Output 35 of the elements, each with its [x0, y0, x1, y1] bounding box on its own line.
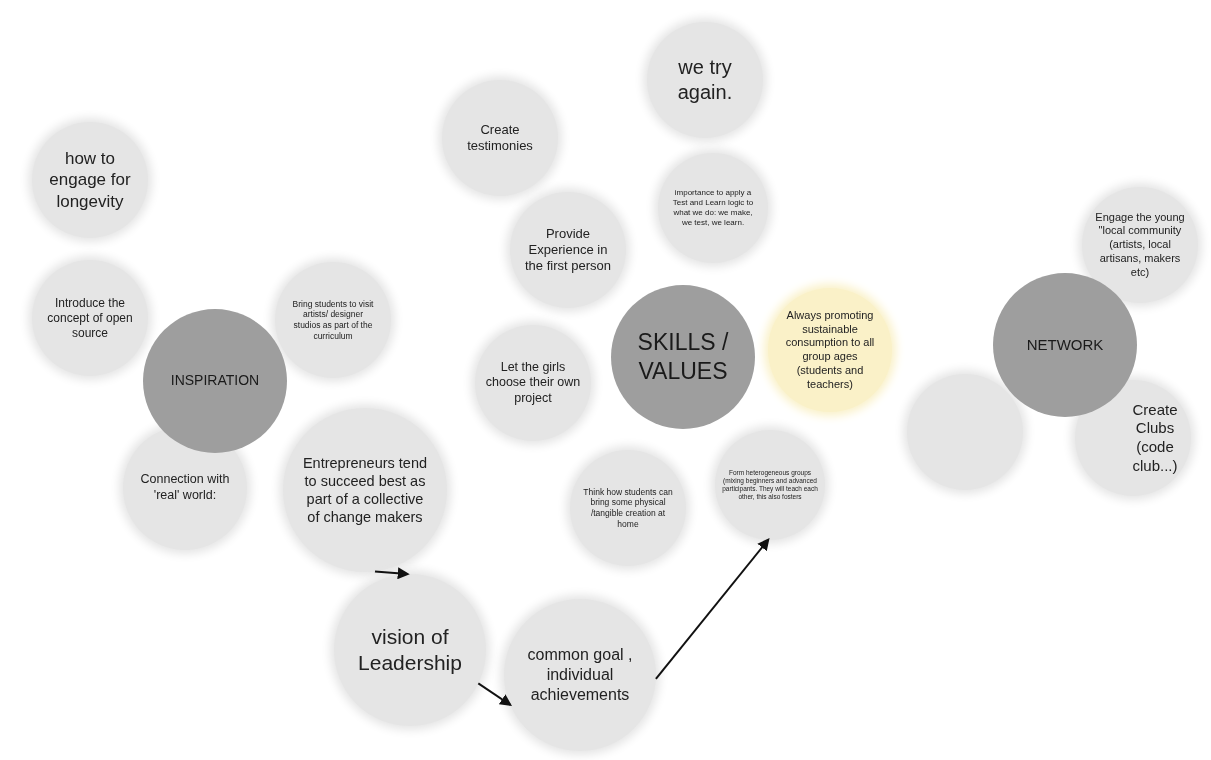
node-text: how to engage for longevity [48, 148, 132, 212]
hub-label: INSPIRATION [169, 372, 261, 390]
topic-circle [275, 262, 391, 378]
node-text: importance to apply a Test and Learn logic to what we do: we make, we test, we learn. [671, 188, 755, 228]
node-text: Create Clubs (code club...) [1131, 400, 1179, 476]
topic-circle [647, 22, 763, 138]
topic-circle [510, 192, 626, 308]
topic-circle [475, 325, 591, 441]
node-text: Create testimonies [466, 121, 534, 155]
topic-circle [658, 153, 768, 263]
arrow [374, 567, 410, 580]
hub-label: NETWORK [1025, 335, 1105, 355]
highlighted-circle [768, 288, 892, 412]
node-text: Provide Experience in the first person [524, 225, 612, 275]
node-text: Connection with 'real' world: [140, 472, 230, 504]
arrow [477, 682, 513, 707]
arrow [654, 538, 770, 680]
node-text: we try again. [676, 55, 734, 105]
node-text: Introduce the concept of open source [46, 295, 134, 341]
node-text: Think how students can bring some physical /tangible creation at home [582, 486, 674, 530]
topic-circle [442, 80, 558, 196]
empty-circle [907, 374, 1023, 490]
node-text: Bring students to visit artists/ designer studios as part of the curriculum [291, 298, 375, 342]
topic-circle [715, 430, 825, 540]
node-text: Entrepreneurs tend to succeed best as part of a collective of change makers [301, 453, 429, 527]
node-text: Always promoting sustainable consumption to all group ages (students and teachers) [784, 308, 876, 392]
node-text: vision of Leadership [357, 623, 463, 676]
topic-circle [32, 260, 148, 376]
topic-circle [570, 450, 686, 566]
node-text: common goal , individual achievements [526, 645, 634, 705]
node-text: Let the girls choose their own project [485, 359, 581, 407]
hub-label: SKILLS / VALUES [636, 328, 730, 386]
node-text: Engage the young "local community (artists, local artisans, makers etc) [1094, 210, 1186, 280]
topic-circle [32, 122, 148, 238]
topic-circle [1082, 187, 1198, 303]
